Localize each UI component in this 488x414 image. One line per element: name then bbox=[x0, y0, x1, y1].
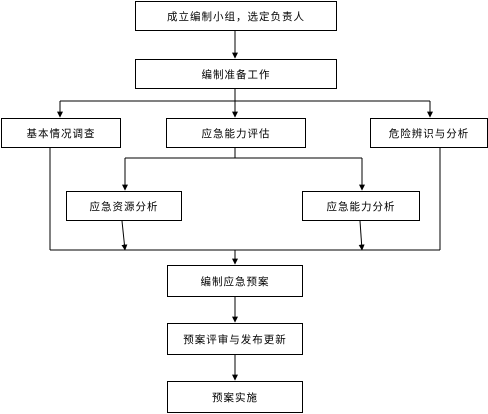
box-write-plan: 编制应急预案 bbox=[167, 265, 303, 297]
box-review-publish: 预案评审与发布更新 bbox=[167, 323, 303, 355]
box-basic-survey: 基本情况调查 bbox=[1, 118, 121, 148]
box-resource-analysis: 应急资源分析 bbox=[66, 191, 182, 221]
box-implement: 预案实施 bbox=[167, 381, 303, 413]
box-capability-analysis: 应急能力分析 bbox=[302, 191, 420, 221]
box-hazard-id: 危险辨识与分析 bbox=[370, 118, 488, 148]
box-prep-work: 编制准备工作 bbox=[135, 59, 337, 89]
box-capability-eval: 应急能力评估 bbox=[166, 118, 306, 148]
box-form-group: 成立编制小组，选定负责人 bbox=[135, 1, 337, 31]
line-capability-down bbox=[358, 220, 365, 251]
line-resource-down bbox=[121, 220, 128, 251]
